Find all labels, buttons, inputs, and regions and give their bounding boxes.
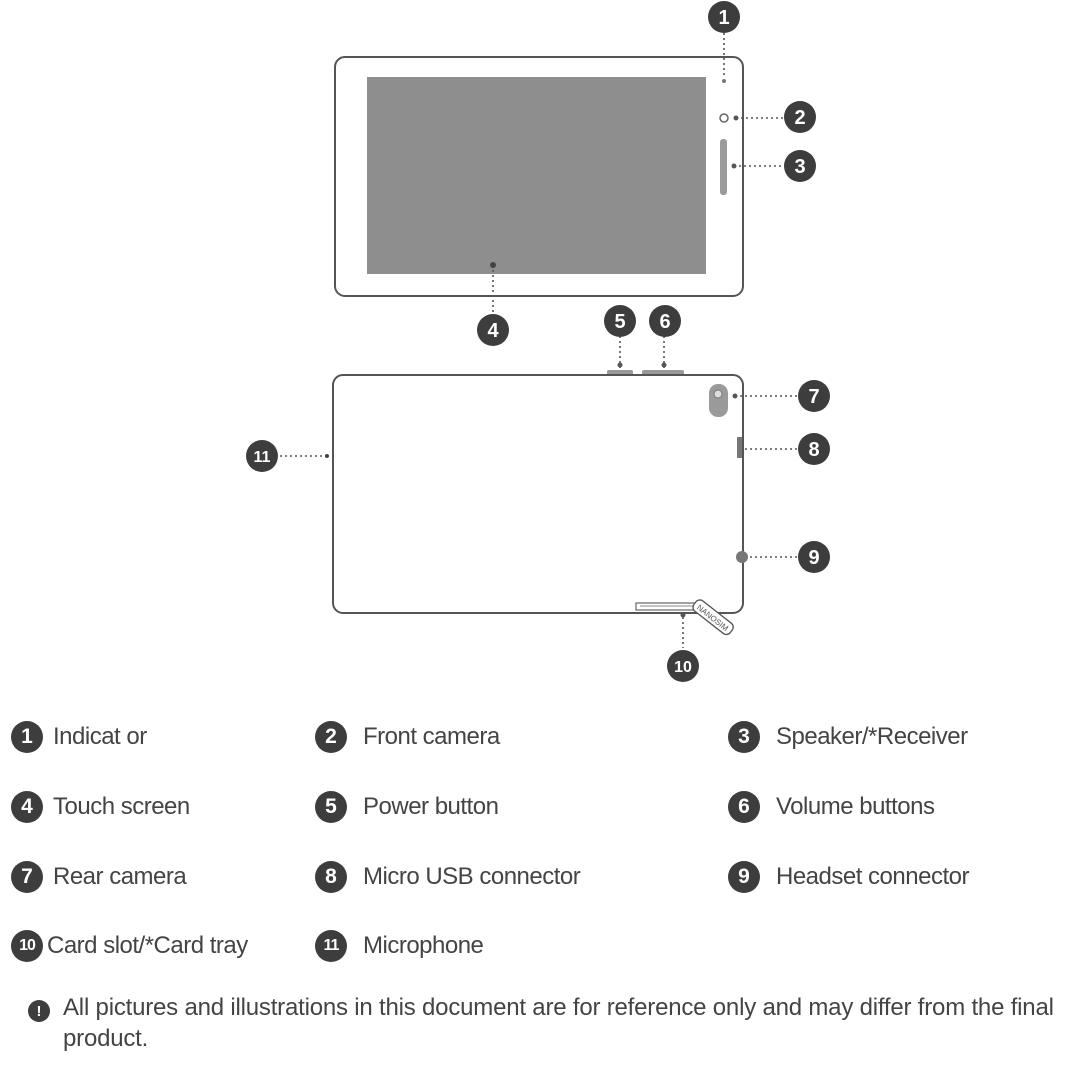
- callout-10-number: 10: [674, 659, 692, 676]
- callout-3-number: 3: [794, 156, 805, 178]
- speaker-grille: [720, 139, 727, 195]
- exclamation-icon: !: [28, 1000, 50, 1022]
- callout-2: 2: [784, 101, 816, 133]
- legend-item-indicator: 1 Indicat or: [11, 721, 147, 753]
- legend-number: 2: [315, 721, 347, 753]
- callout-7: 7: [798, 380, 830, 412]
- reference-note: ! All pictures and illustrations in this…: [28, 992, 1073, 1054]
- legend-label: Speaker/*Receiver: [776, 723, 968, 750]
- headset-jack: [736, 551, 748, 563]
- microphone-hole: [325, 454, 329, 458]
- legend-label: Volume buttons: [776, 793, 935, 820]
- callout-4-number: 4: [487, 320, 499, 342]
- legend-item-card-slot: 10 Card slot/*Card tray: [11, 930, 248, 962]
- touch-screen-point: [490, 262, 496, 268]
- tablet-front-view: [334, 56, 744, 297]
- callout-3: 3: [784, 150, 816, 182]
- legend-item-microphone: 11 Microphone: [315, 930, 484, 962]
- legend-label: Micro USB connector: [363, 863, 581, 890]
- legend-item-volume-buttons: 6 Volume buttons: [728, 791, 935, 823]
- tablet-diagram: NANOSIM 1 2 3 4: [246, 1, 830, 682]
- callout-8-number: 8: [808, 439, 819, 461]
- callout-1-number: 1: [718, 7, 729, 29]
- back-body: [332, 374, 744, 614]
- legend-number: 7: [11, 861, 43, 893]
- micro-usb-port: [737, 437, 742, 458]
- legend-label: Touch screen: [53, 793, 190, 820]
- leader-line-dots: [617, 115, 739, 618]
- legend-item-headset-connector: 9 Headset connector: [728, 861, 969, 893]
- callout-8: 8: [798, 433, 830, 465]
- callout-6-number: 6: [659, 311, 670, 333]
- legend-label: Microphone: [363, 932, 484, 959]
- legend-label: Rear camera: [53, 863, 187, 890]
- legend-number: 8: [315, 861, 347, 893]
- callout-11-number: 11: [254, 449, 271, 466]
- legend-label: Power button: [363, 793, 499, 820]
- legend-number: 5: [315, 791, 347, 823]
- legend-number: 3: [728, 721, 760, 753]
- indicator-light: [722, 79, 726, 83]
- callout-6: 6: [649, 305, 681, 337]
- callout-5: 5: [604, 305, 636, 337]
- legend-item-micro-usb-connector: 8 Micro USB connector: [315, 861, 581, 893]
- callout-10: 10: [667, 650, 699, 682]
- legend-item-front-camera: 2 Front camera: [315, 721, 500, 753]
- callout-11: 11: [246, 440, 278, 472]
- touch-screen-display: [367, 77, 706, 274]
- legend-item-rear-camera: 7 Rear camera: [11, 861, 187, 893]
- callout-9: 9: [798, 541, 830, 573]
- legend-number: 1: [11, 721, 43, 753]
- legend-item-power-button: 5 Power button: [315, 791, 499, 823]
- callout-5-number: 5: [614, 311, 625, 333]
- rear-camera-housing: [709, 384, 728, 417]
- tablet-back-view: NANOSIM: [325, 370, 748, 636]
- callout-2-number: 2: [794, 107, 805, 129]
- legend-label: Card slot/*Card tray: [47, 932, 248, 959]
- front-camera-lens: [719, 113, 729, 123]
- callout-7-number: 7: [808, 386, 819, 408]
- legend-number: 11: [315, 930, 347, 962]
- rear-camera-lens: [713, 389, 723, 399]
- callout-9-number: 9: [808, 547, 819, 569]
- legend-item-touch-screen: 4 Touch screen: [11, 791, 190, 823]
- callout-4: 4: [477, 314, 509, 346]
- legend-number: 4: [11, 791, 43, 823]
- callout-1: 1: [708, 1, 740, 33]
- legend-item-speaker-receiver: 3 Speaker/*Receiver: [728, 721, 968, 753]
- legend-label: Front camera: [363, 723, 500, 750]
- legend-label: Headset connector: [776, 863, 969, 890]
- legend-number: 10: [11, 930, 43, 962]
- legend-label: Indicat or: [53, 723, 147, 750]
- note-text: All pictures and illustrations in this d…: [63, 994, 1054, 1052]
- legend-number: 9: [728, 861, 760, 893]
- legend-number: 6: [728, 791, 760, 823]
